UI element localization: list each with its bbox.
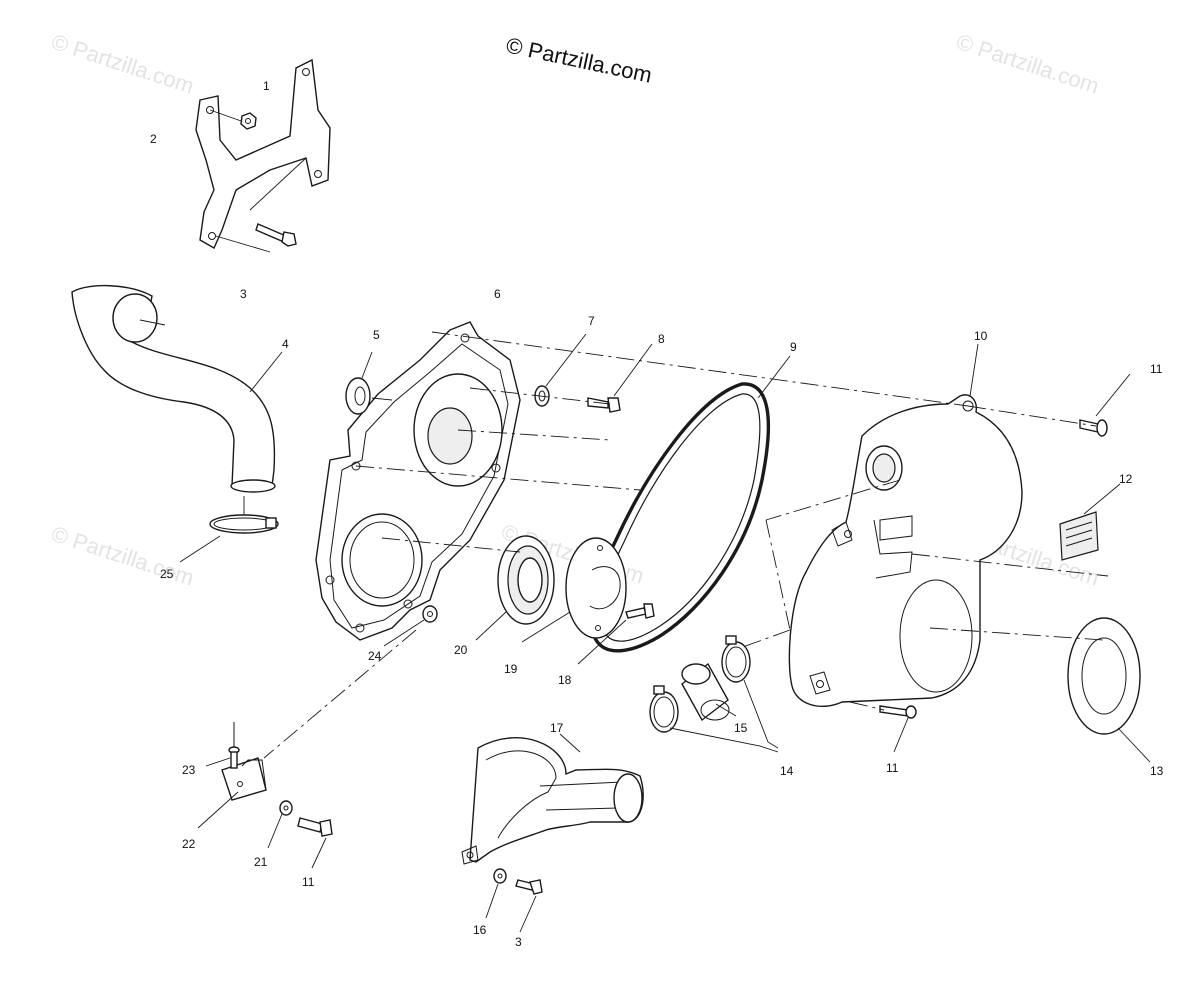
callout-7: 7 (588, 314, 595, 328)
callout-11-lower-right: 11 (886, 761, 899, 775)
cover-screw-11 (1079, 373, 1131, 437)
callout-2: 2 (150, 132, 157, 146)
callout-10: 10 (974, 329, 988, 343)
callout-11: 11 (1150, 362, 1163, 376)
callout-6: 6 (494, 287, 501, 301)
intake-duct (71, 284, 283, 493)
bearing-plate (521, 537, 627, 643)
callout-4: 4 (282, 337, 289, 351)
duct-coupler (681, 662, 737, 722)
callout-14: 14 (780, 764, 794, 778)
callout-17: 17 (550, 721, 564, 735)
bracket-bolt-11 (297, 817, 333, 869)
callout-3-lower: 3 (515, 935, 522, 949)
duct-clamps (649, 635, 779, 753)
callout-22: 22 (182, 837, 196, 851)
shaft-seal (475, 535, 555, 641)
callout-5: 5 (373, 328, 380, 342)
callout-18: 18 (558, 673, 572, 687)
callout-25: 25 (160, 567, 174, 581)
callout-8: 8 (658, 332, 665, 346)
push-rivet-23 (205, 722, 240, 769)
callout-labels: 1 2 3 4 5 6 7 8 9 10 11 12 13 14 15 16 1… (150, 79, 1164, 949)
callout-12: 12 (1119, 472, 1133, 486)
cover-gasket (1067, 617, 1151, 763)
duct-bolt (515, 879, 543, 933)
watermark-top-left: © Partzilla.com (48, 29, 197, 99)
watermark-top-right: © Partzilla.com (953, 29, 1102, 99)
outer-clutch-cover (788, 343, 1023, 707)
washer-21 (267, 800, 293, 849)
drive-belt (589, 355, 791, 653)
cover-screw-11-lower (879, 705, 917, 753)
washer-5 (345, 351, 393, 415)
watermark-mid-left: © Partzilla.com (48, 521, 197, 591)
plate-screw (577, 603, 655, 665)
washer-7 (534, 333, 587, 407)
hose-clamp (179, 496, 279, 563)
callout-11-lower-left: 11 (302, 875, 315, 889)
callout-19: 19 (504, 662, 518, 676)
warning-decal (1059, 483, 1121, 561)
callout-24: 24 (368, 649, 382, 663)
cover-bolt-8 (587, 343, 653, 413)
callout-9: 9 (790, 340, 797, 354)
callout-3: 3 (240, 287, 247, 301)
washer-24 (383, 605, 438, 647)
callout-13: 13 (1150, 764, 1164, 778)
callout-1: 1 (263, 79, 270, 93)
inner-clutch-cover (315, 321, 521, 641)
bracket-bolt (255, 223, 297, 247)
assembly-lines (263, 331, 1109, 759)
callout-15: 15 (734, 721, 748, 735)
washer-16 (485, 868, 507, 919)
copyright-text: © Partzilla.com (504, 32, 654, 87)
mounting-bracket (195, 58, 331, 253)
lower-air-duct (461, 733, 644, 865)
callout-21: 21 (254, 855, 268, 869)
hex-nut (240, 112, 257, 130)
callout-16: 16 (473, 923, 487, 937)
callout-20: 20 (454, 643, 468, 657)
callout-23: 23 (182, 763, 196, 777)
